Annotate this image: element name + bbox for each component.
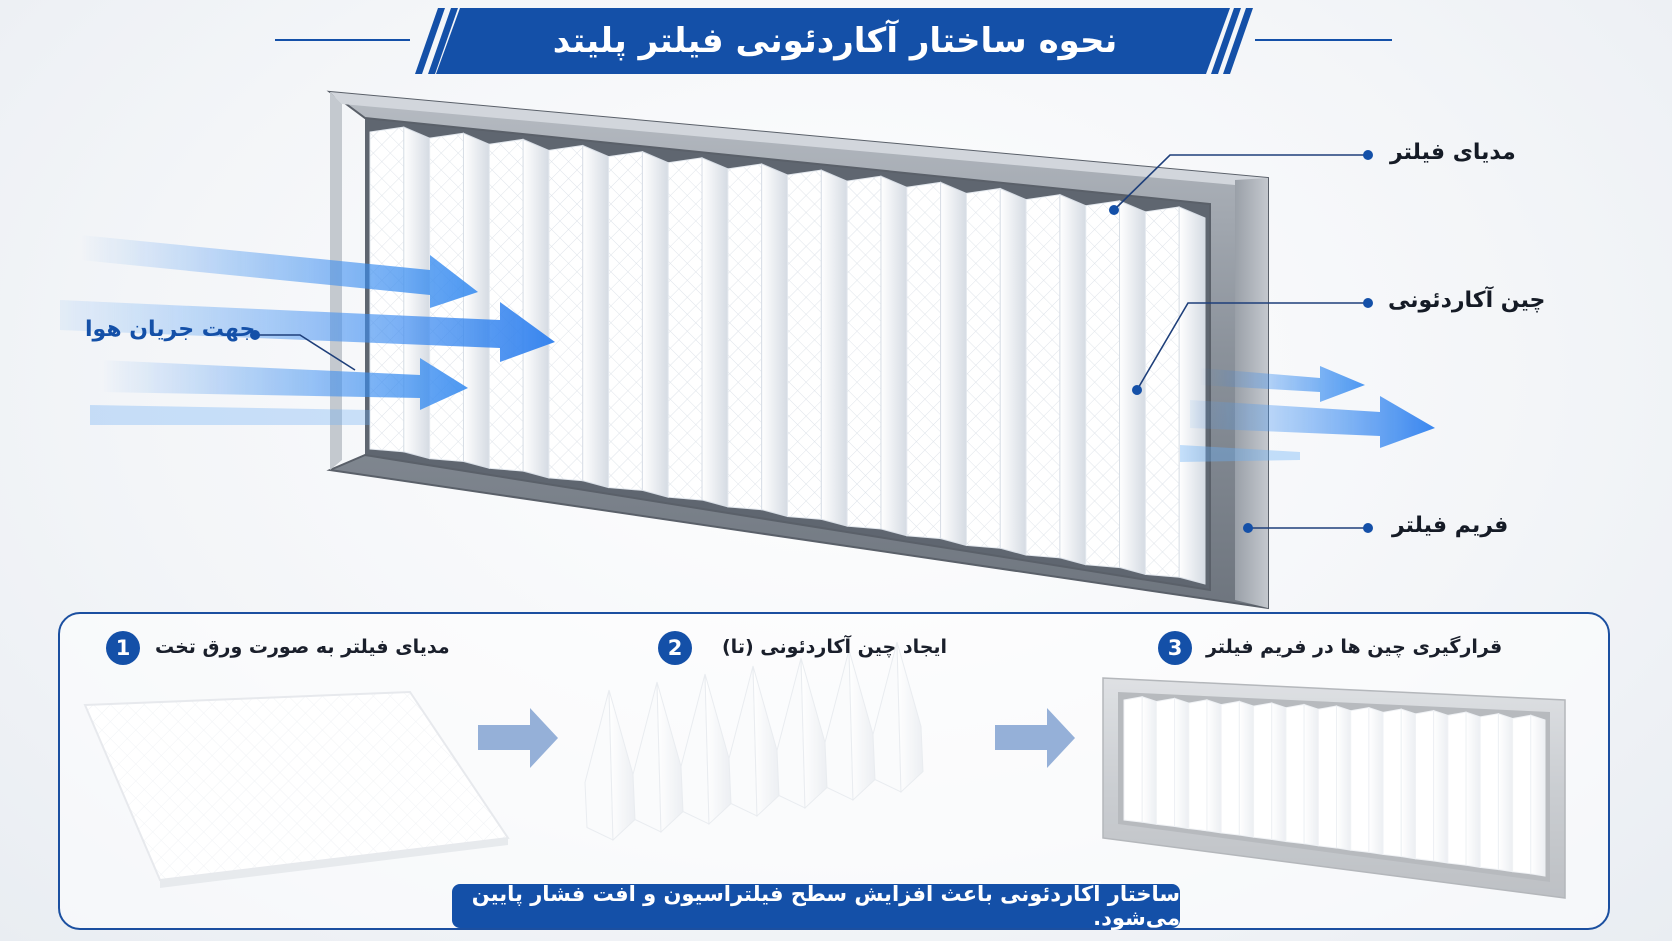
step-3-label: قرارگیری چین ها در فریم فیلتر	[1206, 636, 1503, 658]
pleat-face	[1059, 193, 1087, 566]
callout-accordion-pleat: چین آکاردئونی	[1388, 288, 1546, 313]
title-banner-graphic	[275, 8, 1392, 74]
pleat-face	[820, 169, 848, 527]
footer-note: ساختار آکاردئونی باعث افزایش سطح فیلتراس…	[452, 882, 1180, 930]
callout-airflow-direction: جهت جریان هوا	[85, 317, 256, 342]
pleat-group	[369, 126, 1206, 585]
pleat-face	[846, 175, 882, 530]
pleat-face	[641, 150, 669, 498]
pleat-face	[1119, 200, 1146, 576]
pleat-face	[548, 144, 584, 482]
callout-dots	[250, 150, 1373, 533]
main-filter	[326, 90, 1269, 610]
pleat-face	[488, 138, 524, 472]
pleat-face	[965, 187, 1001, 549]
step-3-number: 3	[1158, 631, 1192, 665]
pleat-face	[1025, 194, 1061, 559]
pleat-face	[906, 181, 942, 540]
pleat-face	[880, 175, 908, 537]
pleat-face	[667, 157, 703, 501]
pleat-face	[999, 187, 1027, 556]
pleat-face	[1144, 206, 1180, 578]
pleat-face	[701, 157, 729, 508]
pleat-face	[1085, 200, 1121, 569]
step-2-number: 2	[658, 631, 692, 665]
step-1-number: 1	[106, 631, 140, 665]
pleat-face	[787, 169, 822, 520]
pleat-face	[582, 144, 610, 489]
page-title: نحوه ساختار آکاردئونی فیلتر پلیتد	[552, 21, 1118, 61]
title-banner: نحوه ساختار آکاردئونی فیلتر پلیتد	[450, 8, 1220, 74]
pleat-face	[761, 163, 788, 518]
pleat-face	[1178, 206, 1206, 585]
step-1-label: مدیای فیلتر به صورت ورق تخت	[155, 636, 450, 658]
step-2-label: ایجاد چین آکاردئونی (تا)	[722, 636, 948, 658]
callout-filter-frame: فریم فیلتر	[1392, 513, 1509, 538]
callout-filter-media: مدیای فیلتر	[1390, 140, 1516, 165]
callout-lines	[255, 154, 1368, 529]
pleat-face	[608, 151, 643, 491]
pleat-face	[727, 163, 763, 511]
pleat-face	[462, 132, 490, 469]
pleat-face	[940, 181, 967, 547]
steps-panel	[58, 612, 1610, 930]
airflow-arrows	[60, 235, 1435, 462]
pleat-face	[522, 138, 550, 479]
